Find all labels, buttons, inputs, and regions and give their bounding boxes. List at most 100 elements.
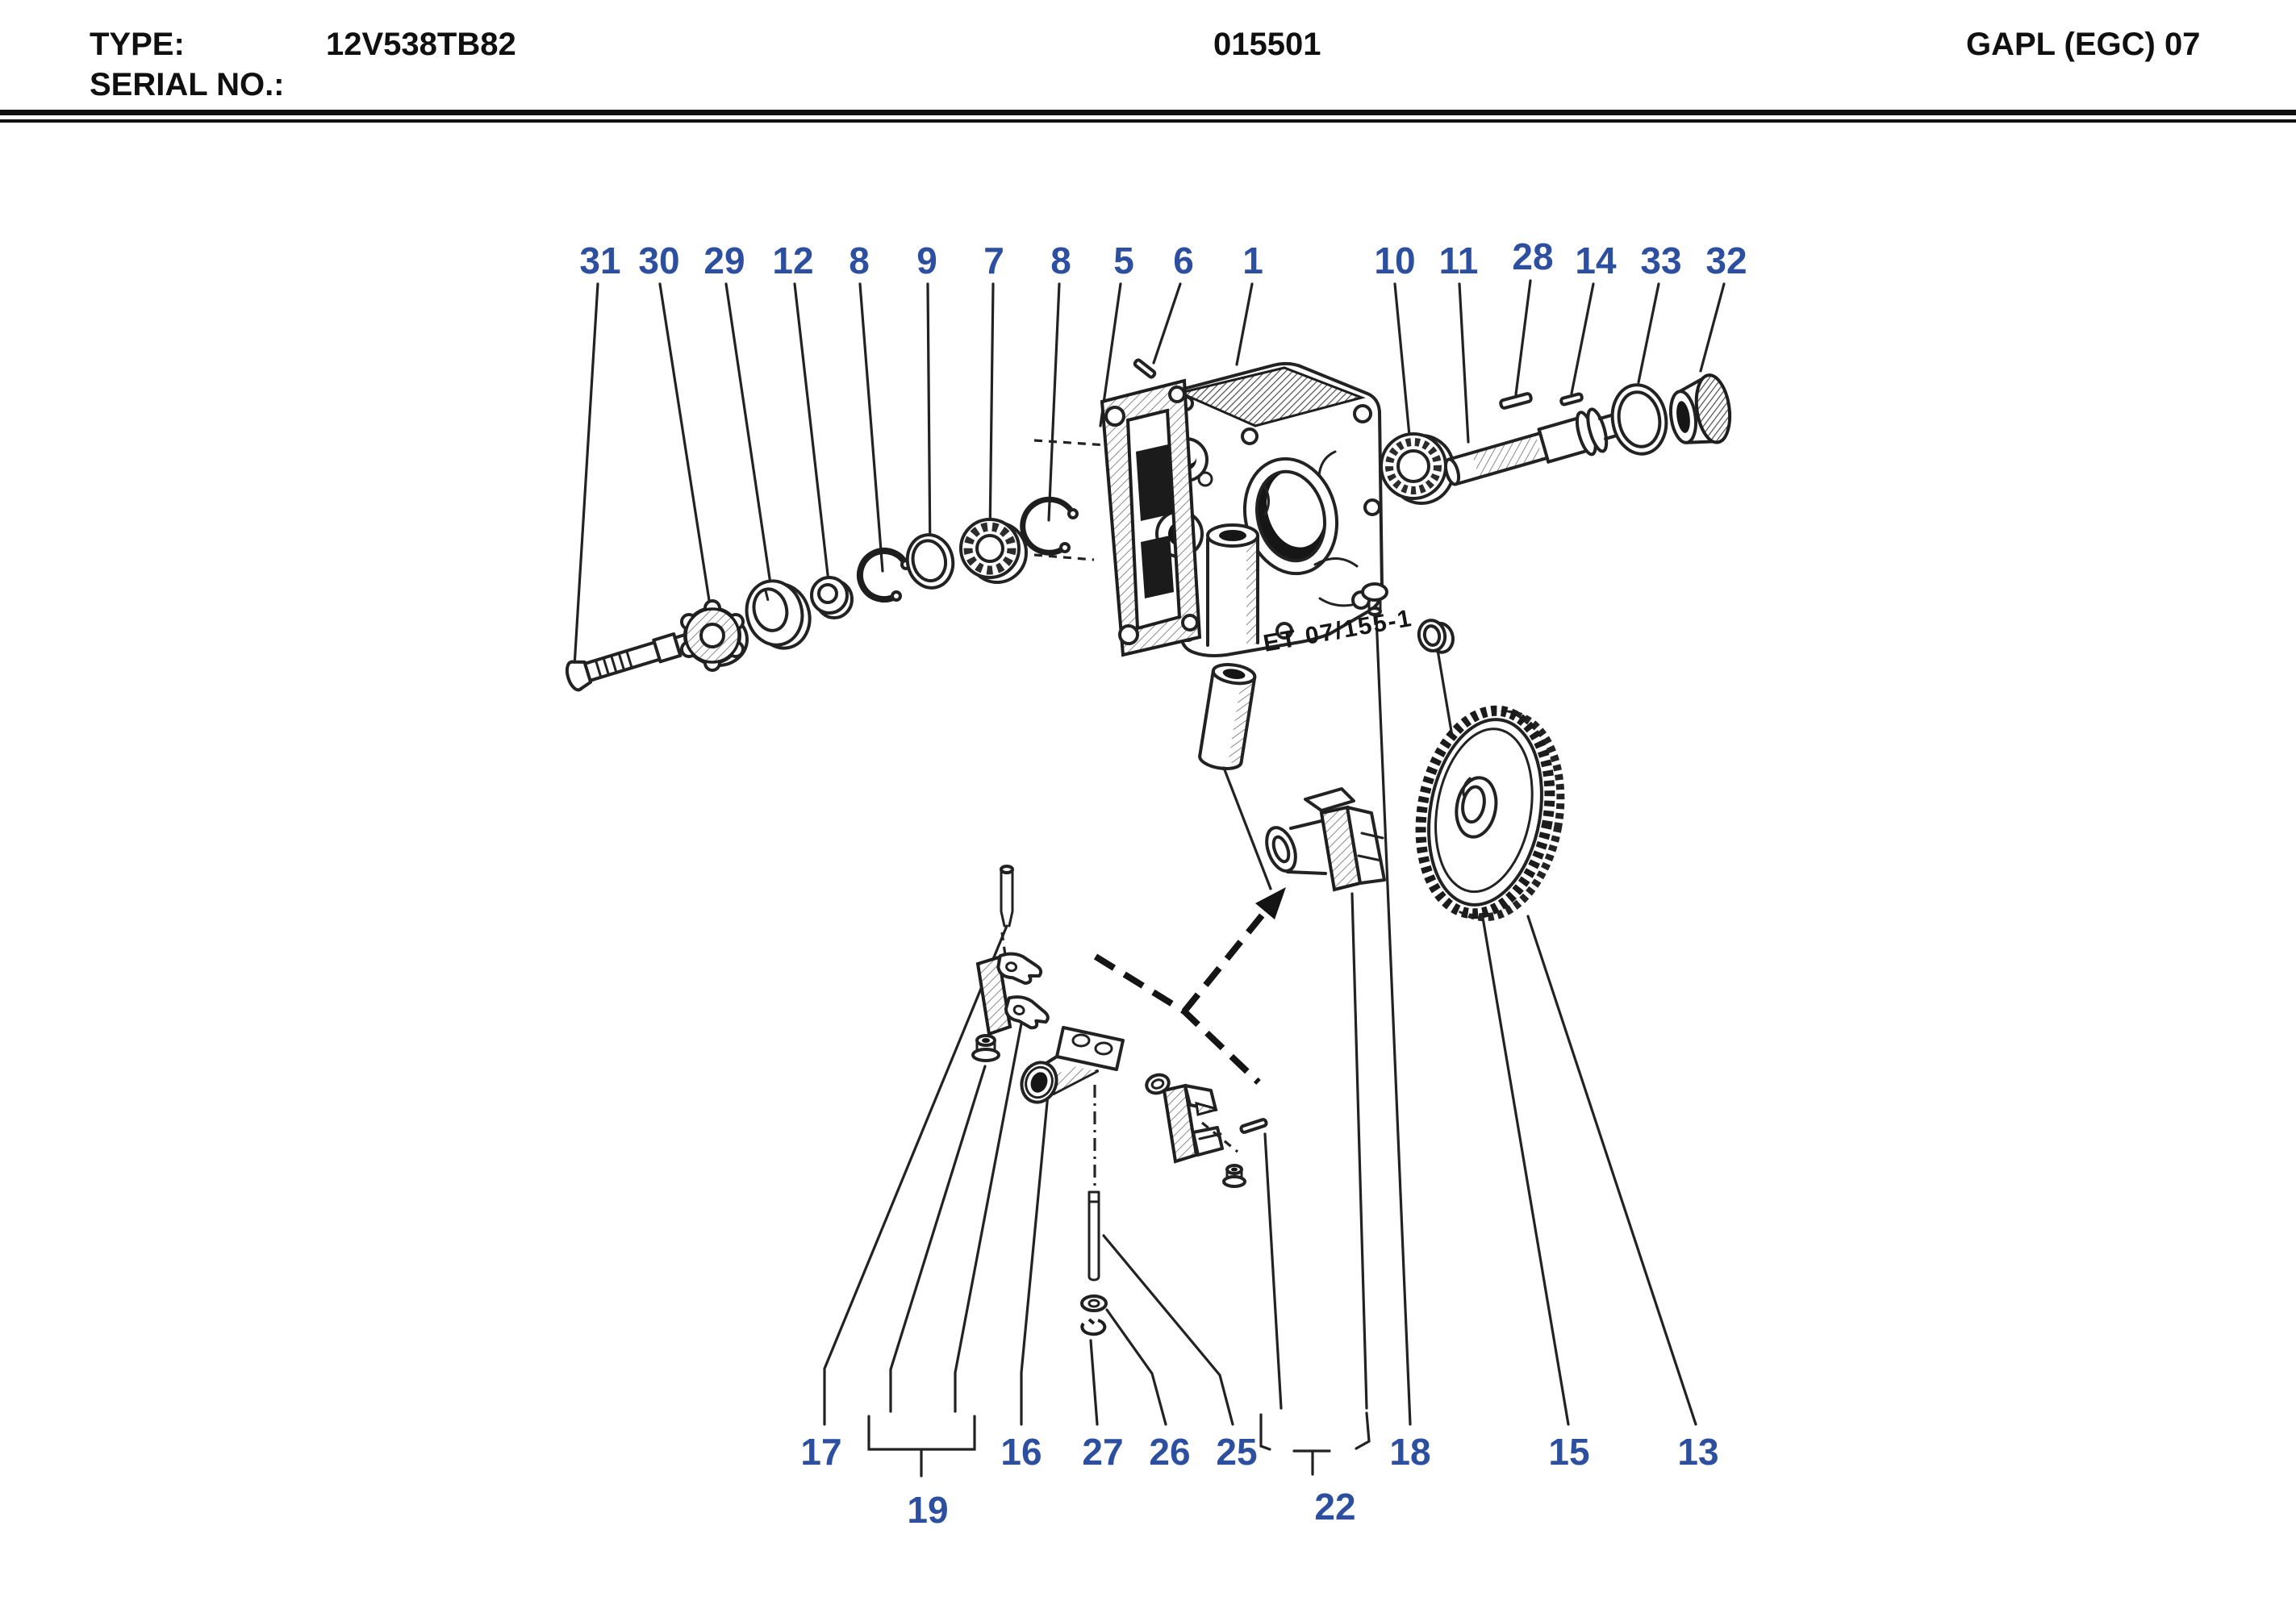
part-small-nut xyxy=(1222,1164,1246,1188)
header-rule-top xyxy=(0,110,2296,115)
part-32-cover-cap xyxy=(1668,373,1732,444)
part-number-1: 1 xyxy=(1242,240,1263,281)
pin-alignment-dash xyxy=(1000,932,1007,956)
part-number-19: 19 xyxy=(907,1489,948,1531)
part-27-lock-washer xyxy=(1080,1318,1107,1336)
leader-line-12 xyxy=(793,282,831,590)
part-number-26: 26 xyxy=(1149,1431,1190,1473)
leader-line-1 xyxy=(1235,282,1254,366)
part-13-gear xyxy=(1415,705,1565,922)
alignment-dash-top xyxy=(1033,439,1108,447)
locator-arrow xyxy=(1093,887,1286,1085)
part-22-bracket-assembly xyxy=(1145,1073,1224,1164)
part-25-rod xyxy=(1087,1190,1100,1282)
leader-line-17 xyxy=(823,924,1008,1426)
part-number-22: 22 xyxy=(1314,1486,1355,1528)
part-number-28: 28 xyxy=(1512,236,1553,277)
part-9-ring xyxy=(905,533,955,590)
document-number: 015501 xyxy=(1213,27,1321,62)
part-number-5: 5 xyxy=(1113,240,1134,281)
part-number-27: 27 xyxy=(1082,1431,1123,1473)
part-30-castle-nut xyxy=(680,599,749,672)
part-7-ball-bearing xyxy=(959,518,1028,584)
leader-line-28 xyxy=(1514,279,1532,396)
part-number-31: 31 xyxy=(579,240,620,281)
part-14-key xyxy=(1559,392,1584,406)
part-number-8: 8 xyxy=(849,240,870,281)
sleeve-connector-line xyxy=(1222,766,1272,890)
part-pump-element xyxy=(1265,787,1386,892)
leader-line-31 xyxy=(573,282,599,668)
leader-lines-layer xyxy=(573,279,1726,1478)
group-leader-22 xyxy=(1355,1411,1371,1450)
part-11-shaft xyxy=(1443,407,1627,486)
group-code: GAPL (EGC) 07 xyxy=(1966,27,2200,62)
leader-line-27 xyxy=(1089,1339,1099,1426)
part-28-key xyxy=(1499,392,1533,410)
part-number-25: 25 xyxy=(1216,1431,1257,1473)
part-number-30: 30 xyxy=(638,240,679,281)
leader-line-8 xyxy=(858,282,884,573)
part-16-fitting xyxy=(1020,1026,1125,1104)
part-33-o-ring xyxy=(1610,383,1668,456)
part-19-bracket-assembly xyxy=(971,949,1054,1062)
leader-line-14 xyxy=(1570,282,1595,395)
part-number-9: 9 xyxy=(916,240,937,281)
part-8-snap-ring-a xyxy=(856,548,912,602)
leader-line-8 xyxy=(1047,282,1061,522)
part-8-snap-ring-b xyxy=(1020,496,1079,556)
leader-line-29 xyxy=(724,282,774,602)
part-17-pin xyxy=(1000,865,1014,928)
part-number-33: 33 xyxy=(1640,240,1681,281)
leader-line-32 xyxy=(1699,282,1726,373)
leader-line-7 xyxy=(988,282,995,540)
page-header: TYPE: 12V538TB82 015501 GAPL (EGC) 07 SE… xyxy=(0,27,2296,123)
group-leader-19 xyxy=(954,1018,1024,1413)
alignment-dash-bottom xyxy=(1033,553,1095,561)
group-leader-22 xyxy=(1259,1413,1271,1451)
part-number-7: 7 xyxy=(983,240,1004,281)
group-leader-22 xyxy=(1263,1132,1283,1410)
part-number-6: 6 xyxy=(1173,240,1194,281)
part-number-10: 10 xyxy=(1374,240,1415,281)
part-key-pin xyxy=(1239,1118,1268,1134)
part-12-ring xyxy=(810,576,854,619)
part-sleeve xyxy=(1198,663,1257,770)
type-label: TYPE: xyxy=(90,27,185,62)
part-number-12: 12 xyxy=(772,240,813,281)
part-number-17: 17 xyxy=(800,1431,841,1473)
bushing xyxy=(971,1034,1000,1062)
group-leader-19 xyxy=(867,1415,976,1451)
leader-line-18 xyxy=(1375,615,1412,1426)
leader-line-25 xyxy=(1102,1234,1234,1426)
part-number-32: 32 xyxy=(1705,240,1747,281)
artwork-layer: ET 07/155-1 xyxy=(565,358,1732,1336)
part-18-plug xyxy=(1361,582,1388,616)
leader-line-6 xyxy=(1152,282,1182,365)
part-number-11: 11 xyxy=(1439,240,1479,281)
part-29-cup-washer xyxy=(745,579,812,650)
leader-line-16 xyxy=(1020,1084,1050,1426)
leader-line-26 xyxy=(1105,1308,1167,1426)
part-number-18: 18 xyxy=(1389,1431,1430,1473)
header-rule-bottom xyxy=(0,119,2296,123)
part-number-16: 16 xyxy=(1000,1431,1042,1473)
part-number-14: 14 xyxy=(1575,240,1617,281)
part-10-bearing xyxy=(1380,432,1455,505)
part-number-29: 29 xyxy=(703,240,745,281)
serial-label: SERIAL NO.: xyxy=(90,67,285,102)
group-leader-19 xyxy=(889,1065,987,1413)
leader-line-11 xyxy=(1458,282,1470,444)
leader-line-13 xyxy=(1526,915,1697,1426)
part-6-pin xyxy=(1133,358,1157,379)
leader-line-10 xyxy=(1393,282,1411,437)
part-1-gasket xyxy=(1100,378,1202,657)
part-31-bolt xyxy=(565,632,695,692)
part-number-15: 15 xyxy=(1548,1431,1589,1473)
group-leader-22 xyxy=(1350,892,1368,1410)
leader-line-33 xyxy=(1637,282,1660,384)
part-26-washer xyxy=(1080,1294,1108,1312)
